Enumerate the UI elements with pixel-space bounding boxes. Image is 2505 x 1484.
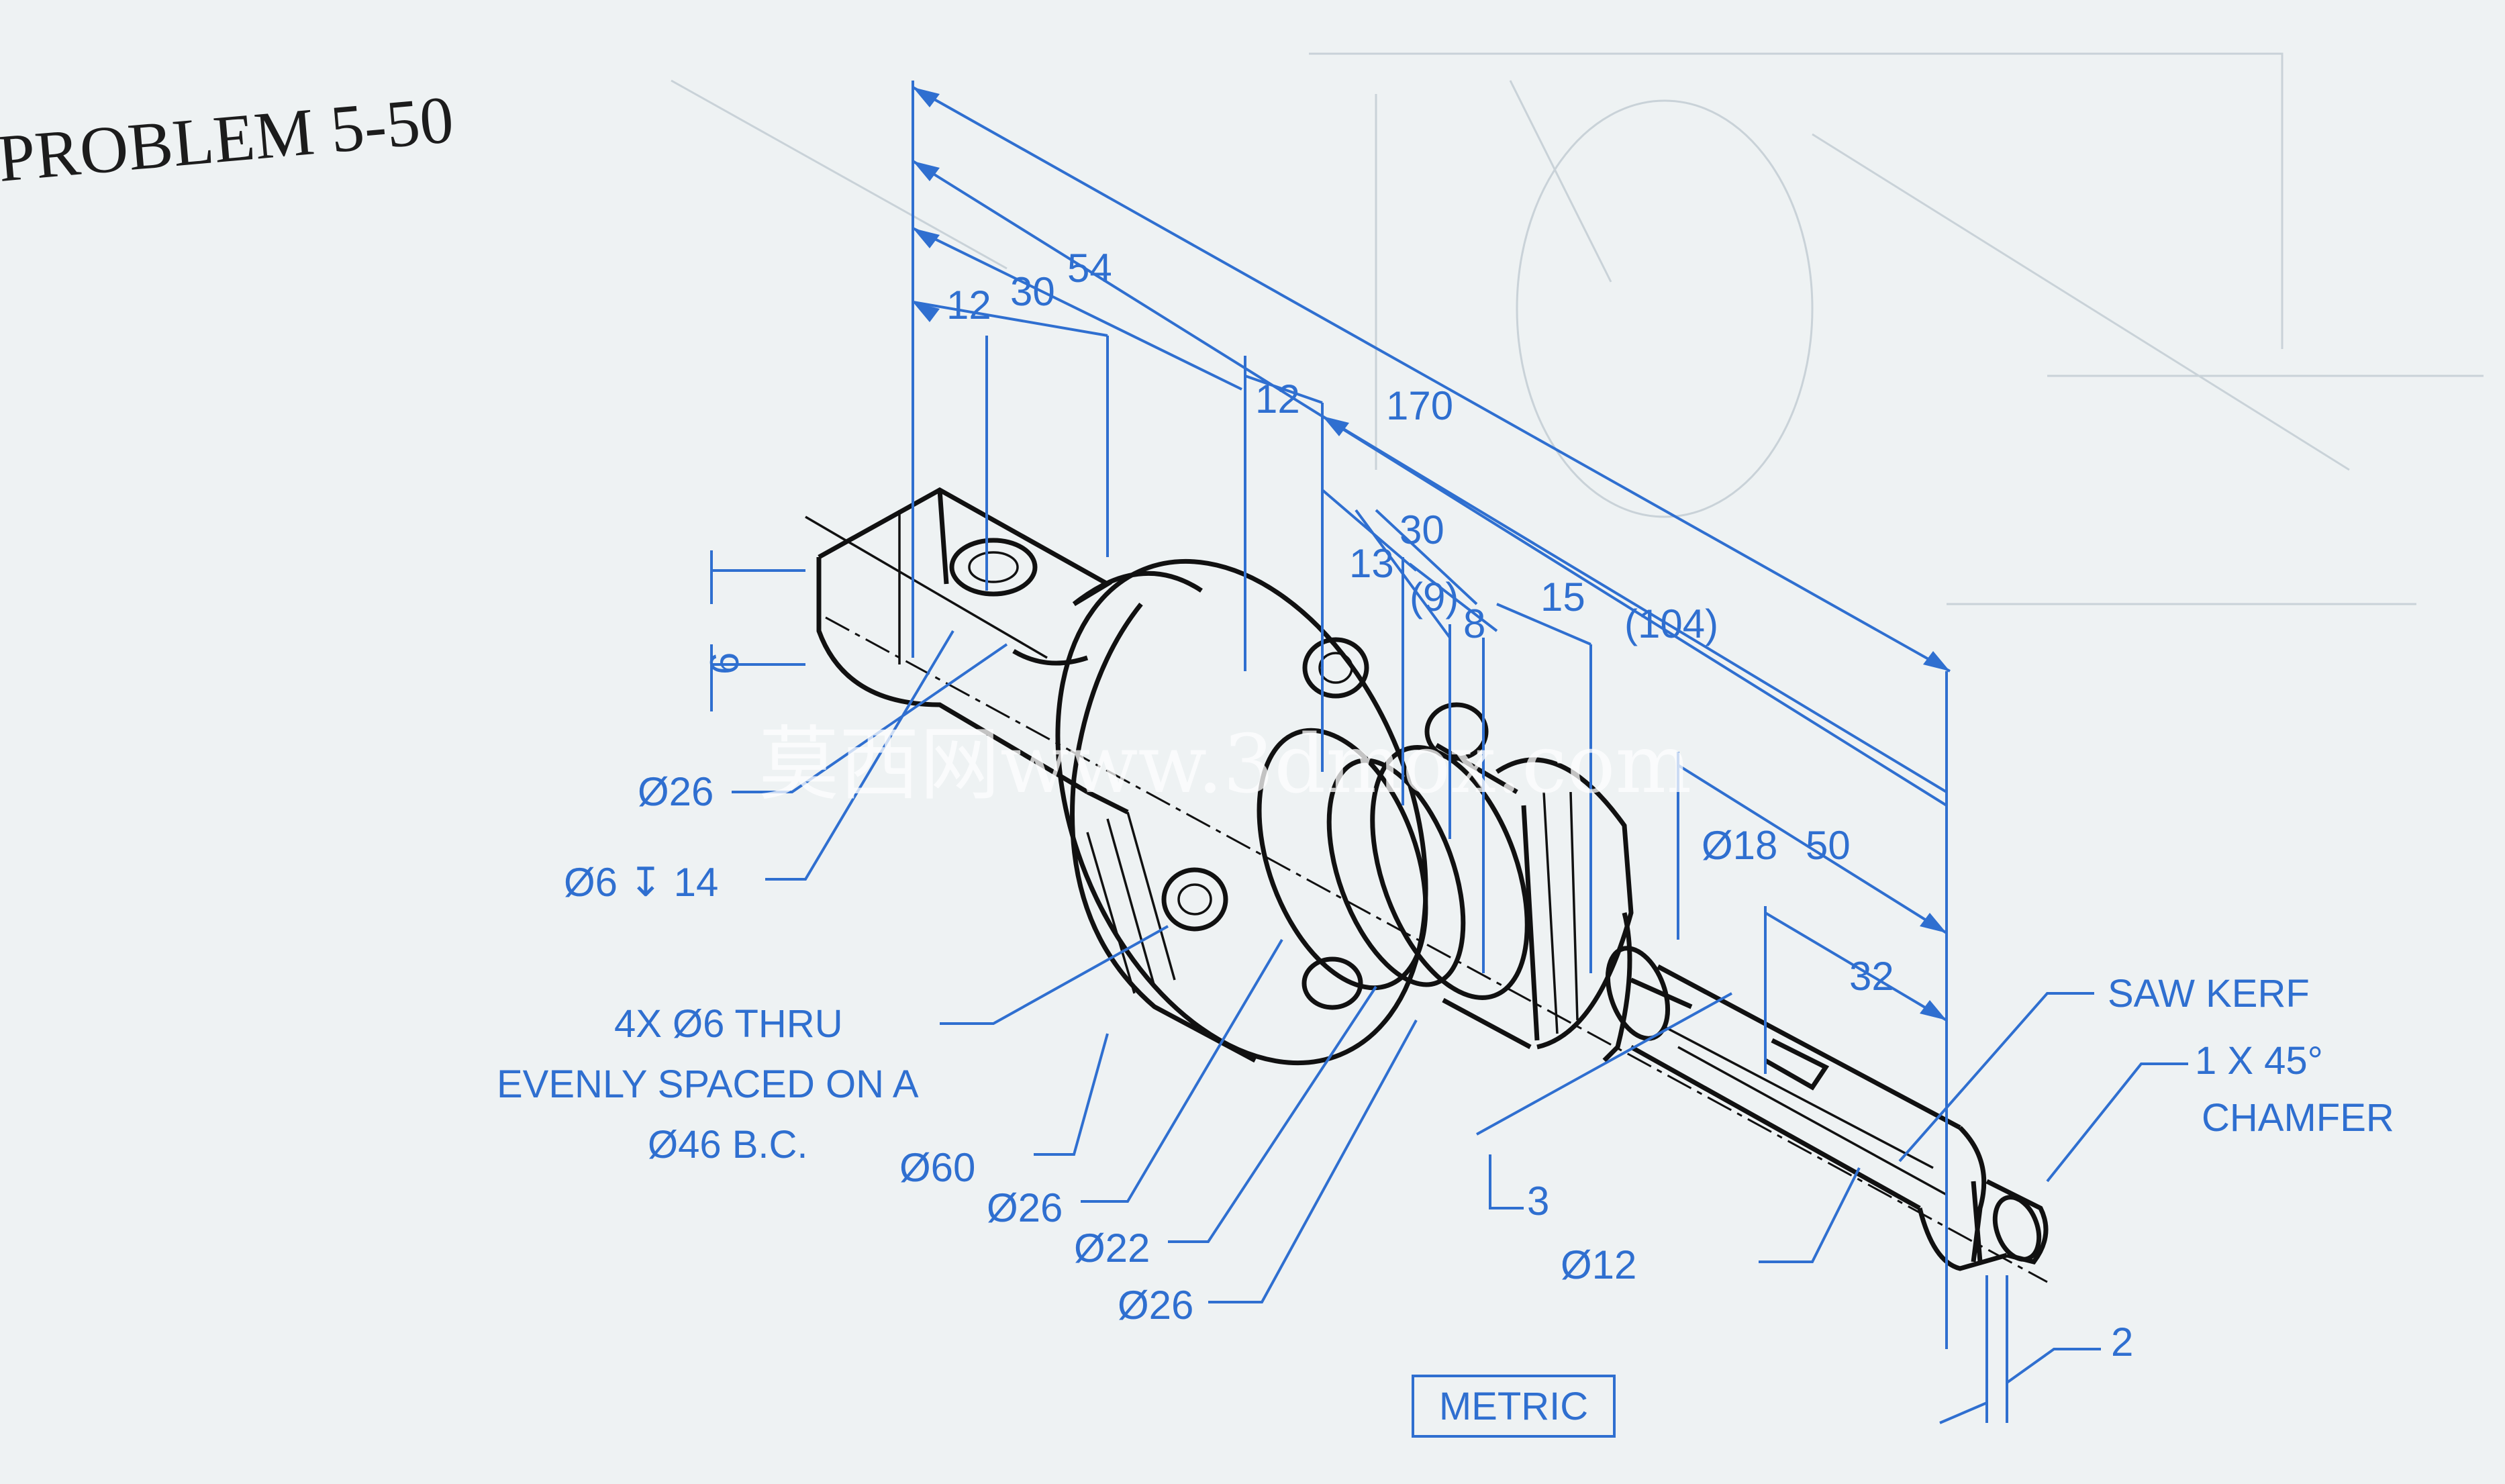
flange-rim: [1070, 602, 1257, 1063]
dim-30a: 30: [1010, 269, 1055, 314]
dimension-labels: 12 30 54 12 170 30 13 (9) 8 15 (104) Ø18…: [497, 246, 2394, 1365]
flange-front: [1055, 558, 1428, 1066]
dim-54: 54: [1067, 246, 1112, 291]
chamfer-label-1: 1 X 45°: [2195, 1039, 2323, 1083]
cone: [1495, 757, 1634, 1050]
dim-hole-depth: Ø6 ↧ 14: [564, 860, 718, 905]
dim-15: 15: [1540, 575, 1585, 620]
dim-12b: 12: [1255, 377, 1300, 422]
shaft-left: [1072, 571, 1203, 815]
note-holes-line1: 4X Ø6 THRU: [614, 1002, 843, 1046]
dim-30b: 30: [1399, 507, 1444, 552]
dim-12-shaft: Ø12: [1561, 1242, 1636, 1287]
dim-9: (9): [1410, 575, 1459, 620]
end-hole: [949, 538, 1038, 597]
shaft-12: [1630, 964, 1961, 1211]
dim-50: 50: [1806, 823, 1851, 868]
chamfer-label-2: CHAMFER: [2202, 1096, 2394, 1140]
dim-170: 170: [1386, 383, 1453, 428]
metric-badge-frame: [1412, 1375, 1616, 1438]
dim-26-collar: Ø26: [1118, 1283, 1193, 1328]
dim-12a: 12: [946, 283, 991, 328]
hub-26: [1257, 728, 1428, 991]
dim-13: 13: [1349, 541, 1394, 586]
background-ghost-lines: [671, 52, 2484, 605]
dim-3: 3: [1527, 1179, 1549, 1224]
groove-22: [1326, 758, 1466, 987]
shaft-part: [805, 487, 2049, 1283]
dim-2: 2: [2111, 1320, 2133, 1365]
note-holes-line3: Ø46 B.C.: [648, 1123, 808, 1167]
note-holes-line2: EVENLY SPACED ON A: [497, 1062, 919, 1106]
slotted-end: [1917, 1126, 2049, 1271]
dimension-lines: [710, 81, 2188, 1424]
dim-60: Ø60: [899, 1145, 975, 1190]
collar-26: [1370, 745, 1530, 1000]
dim-26-hub: Ø26: [987, 1185, 1063, 1230]
step-18: [1602, 912, 1693, 1062]
metric-badge: METRIC: [1439, 1385, 1588, 1428]
axis-centerline: [825, 616, 2048, 1283]
dim-18: Ø18: [1702, 823, 1777, 868]
dim-32: 32: [1849, 954, 1894, 999]
dim-6: 6: [702, 652, 747, 675]
dim-8: 8: [1463, 601, 1485, 646]
saw-kerf-label: SAW KERF: [2108, 972, 2310, 1016]
flat-end-block: [816, 487, 1112, 795]
dim-22: Ø22: [1074, 1226, 1150, 1271]
watermark: 莫西网www.3dmox.com: [758, 718, 1691, 811]
dim-dia26-end: Ø26: [638, 769, 714, 814]
dim-104: (104): [1624, 601, 1718, 646]
